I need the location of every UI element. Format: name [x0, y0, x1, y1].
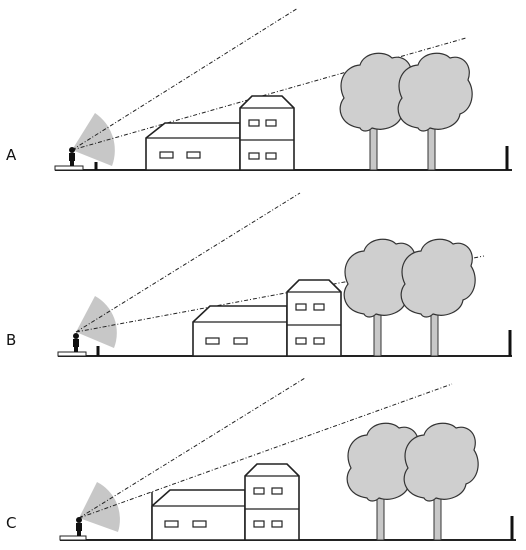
upper-sightline [78, 377, 306, 519]
panel-label-c: C [6, 514, 16, 532]
tree-right [403, 422, 479, 541]
observer-figure [76, 517, 82, 536]
observer-platform [54, 165, 84, 171]
upper-sightline [75, 192, 301, 333]
tree-left [339, 52, 415, 171]
upper-sightline [71, 7, 299, 151]
tree-left [343, 238, 419, 357]
panel-a: A [6, 7, 512, 171]
lower-sightline [78, 383, 453, 519]
building [192, 279, 342, 357]
building [151, 463, 300, 541]
tree-right [400, 238, 476, 357]
panel-label-a: A [6, 146, 17, 164]
lower-sightline [71, 37, 467, 151]
tree-left [346, 422, 422, 541]
observer-platform [57, 351, 87, 357]
panel-c: C [6, 377, 516, 541]
observer-figure [73, 333, 79, 352]
view-cone [76, 296, 117, 348]
panel-b: B [6, 192, 512, 357]
observer-figure [69, 147, 75, 166]
view-cone [79, 482, 120, 532]
observer-platform [59, 535, 87, 541]
tree-right [397, 52, 473, 171]
panel-label-b: B [6, 331, 16, 349]
building [145, 95, 295, 171]
view-cone [72, 113, 115, 166]
